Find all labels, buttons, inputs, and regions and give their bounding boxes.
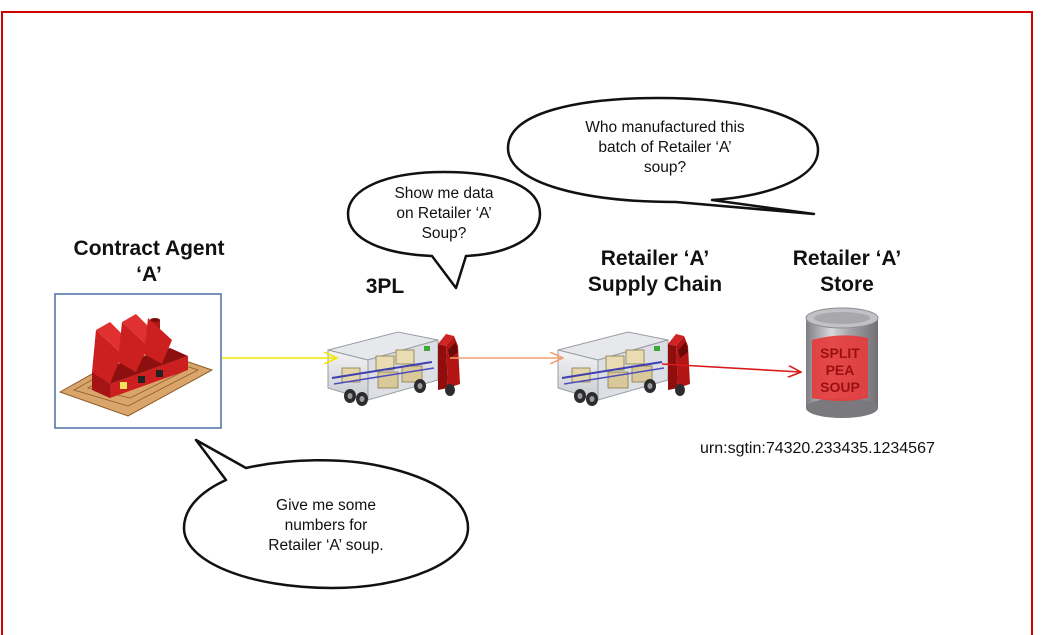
store-label: Retailer ‘A’ Store (772, 246, 922, 298)
can-label-line3: SOUP (820, 379, 860, 395)
agent-request-line2: numbers for (284, 517, 368, 534)
three-pl-question-line2: on Retailer ‘A’ (396, 205, 492, 222)
can-label-line1: SPLIT (820, 345, 860, 361)
store-label-line1: Retailer ‘A’ (792, 247, 902, 270)
supply-chain-label-line1: Retailer ‘A’ (600, 247, 710, 270)
store-label-line2: Store (820, 273, 874, 296)
arrow-supply-chain-to-store (661, 363, 800, 372)
factory-icon (58, 314, 214, 417)
soup-can-icon: SPLIT PEA SOUP (805, 307, 879, 418)
can-label-line2: PEA (826, 362, 855, 378)
store-question-text: Who manufactured this batch of Retailer … (540, 118, 790, 178)
frame-border (1, 11, 1033, 635)
supply-chain-truck-icon (557, 331, 691, 407)
three-pl-truck-icon (327, 331, 461, 407)
agent-request-line3: Retailer ‘A’ soup. (268, 537, 384, 554)
three-pl-question-line3: Soup? (421, 225, 467, 242)
contract-agent-label: Contract Agent ‘A’ (54, 236, 244, 288)
three-pl-question-bubble (346, 170, 542, 290)
sgtin-urn: urn:sgtin:74320.233435.1234567 (700, 440, 935, 457)
contract-agent-label-line2: ‘A’ (136, 263, 162, 286)
agent-request-line1: Give me some (276, 497, 376, 514)
store-question-line2: batch of Retailer ‘A’ (598, 139, 732, 156)
agent-request-bubble (182, 438, 470, 590)
three-pl-question-text: Show me data on Retailer ‘A’ Soup? (374, 184, 514, 244)
store-question-line3: soup? (643, 159, 687, 176)
contract-agent-label-line1: Contract Agent (73, 237, 225, 260)
supply-chain-label: Retailer ‘A’ Supply Chain (570, 246, 740, 298)
three-pl-question-line1: Show me data (394, 185, 494, 202)
agent-request-text: Give me some numbers for Retailer ‘A’ so… (236, 496, 416, 556)
supply-chain-label-line2: Supply Chain (587, 273, 723, 296)
store-question-line1: Who manufactured this (585, 119, 745, 136)
three-pl-label: 3PL (365, 275, 405, 298)
store-question-bubble (506, 96, 820, 216)
contract-agent-node (54, 293, 222, 429)
